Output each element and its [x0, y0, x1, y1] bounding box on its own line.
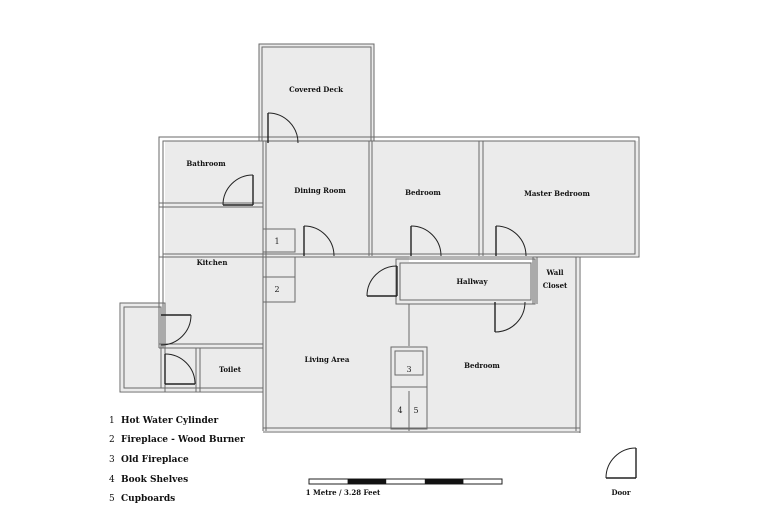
door-legend-icon [605, 447, 637, 479]
label-bathroom: Bathroom [186, 159, 226, 168]
room-dining [263, 141, 371, 256]
door-kitchen-porch [160, 314, 192, 346]
label-wall-closet-line2: Closet [543, 281, 568, 290]
label-wall-closet-line1: Wall [545, 268, 563, 277]
legend-text-3: Old Fireplace [121, 455, 189, 465]
room-hallway [398, 262, 533, 302]
door-bathroom [222, 174, 254, 206]
room-living [263, 256, 409, 431]
room-bedroom-bottom [409, 302, 579, 431]
scale-bar-segment [424, 479, 464, 484]
label-hallway: Hallway [456, 277, 488, 286]
marker-book-shelves: 4 [397, 406, 402, 415]
scale-bar-segment [347, 479, 387, 484]
scale-bar-segments [347, 479, 464, 484]
room-master-bedroom [481, 141, 638, 256]
legend-num-5: 5 [109, 494, 115, 504]
legend: 1 Hot Water Cylinder 2 Fireplace - Wood … [109, 416, 245, 504]
marker-hot-water-cylinder: 1 [274, 237, 279, 246]
marker-old-fireplace: 3 [406, 365, 411, 374]
legend-text-4: Book Shelves [121, 475, 188, 485]
marker-cupboards: 5 [413, 406, 418, 415]
door-bedroom-top [410, 225, 442, 257]
door-master-bedroom [495, 225, 527, 257]
room-closet [533, 256, 579, 302]
scale-label: 1 Metre / 3.28 Feet [306, 488, 381, 497]
door-bedroom-bottom [494, 301, 526, 333]
room-kitchen [165, 207, 263, 348]
marker-fireplace: 2 [274, 285, 279, 294]
label-bedroom-top: Bedroom [405, 188, 441, 197]
room-bedroom-top [371, 141, 481, 256]
door-hallway [366, 265, 398, 297]
door-toilet [164, 353, 196, 385]
legend-num-2: 2 [109, 435, 115, 445]
label-master-bedroom: Master Bedroom [524, 189, 590, 198]
room-bathroom [165, 141, 263, 207]
label-toilet: Toilet [219, 365, 242, 374]
room-covered-deck [259, 44, 374, 141]
label-living-area: Living Area [305, 355, 350, 364]
walls [119, 43, 640, 433]
legend-text-2: Fireplace - Wood Burner [121, 435, 245, 445]
door-dining [303, 225, 335, 257]
label-kitchen: Kitchen [197, 258, 228, 267]
label-dining-room: Dining Room [294, 186, 346, 195]
legend-num-3: 3 [109, 455, 115, 465]
legend-num-1: 1 [109, 416, 115, 426]
room-porch [121, 303, 165, 391]
legend-text-1: Hot Water Cylinder [121, 416, 219, 426]
room-fills [121, 44, 638, 431]
label-covered-deck: Covered Deck [289, 85, 343, 94]
door-covered-deck [267, 112, 299, 144]
label-bedroom-bottom: Bedroom [464, 361, 500, 370]
scale-bar: 1 Metre / 3.28 Feet [306, 478, 503, 497]
legend-num-4: 4 [109, 475, 115, 485]
door-legend-label: Door [611, 488, 630, 497]
legend-text-5: Cupboards [121, 494, 175, 504]
